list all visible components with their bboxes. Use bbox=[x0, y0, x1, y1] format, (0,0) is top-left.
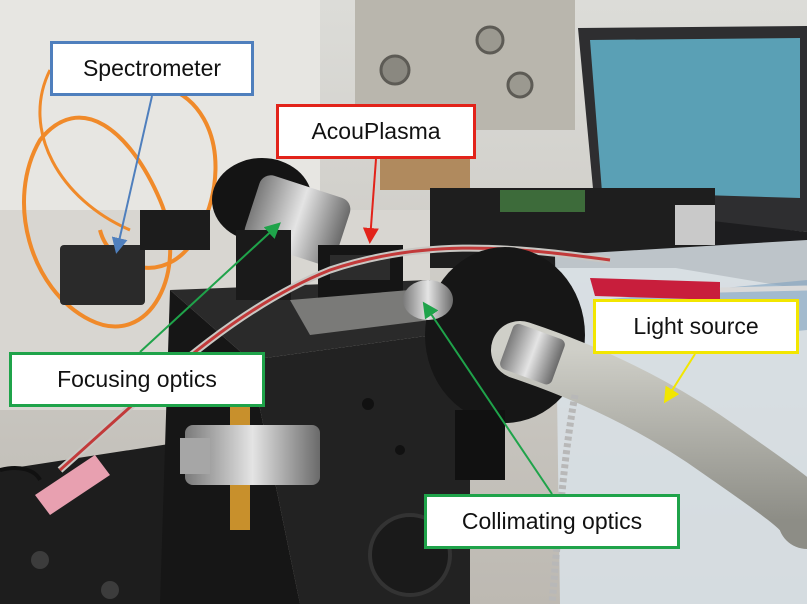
acouplasma-label: AcouPlasma bbox=[276, 104, 476, 159]
focusing-optics-label: Focusing optics bbox=[9, 352, 265, 407]
spectrometer-label: Spectrometer bbox=[50, 41, 254, 96]
collimating-optics-label: Collimating optics bbox=[424, 494, 680, 549]
light-source-label: Light source bbox=[593, 299, 799, 354]
